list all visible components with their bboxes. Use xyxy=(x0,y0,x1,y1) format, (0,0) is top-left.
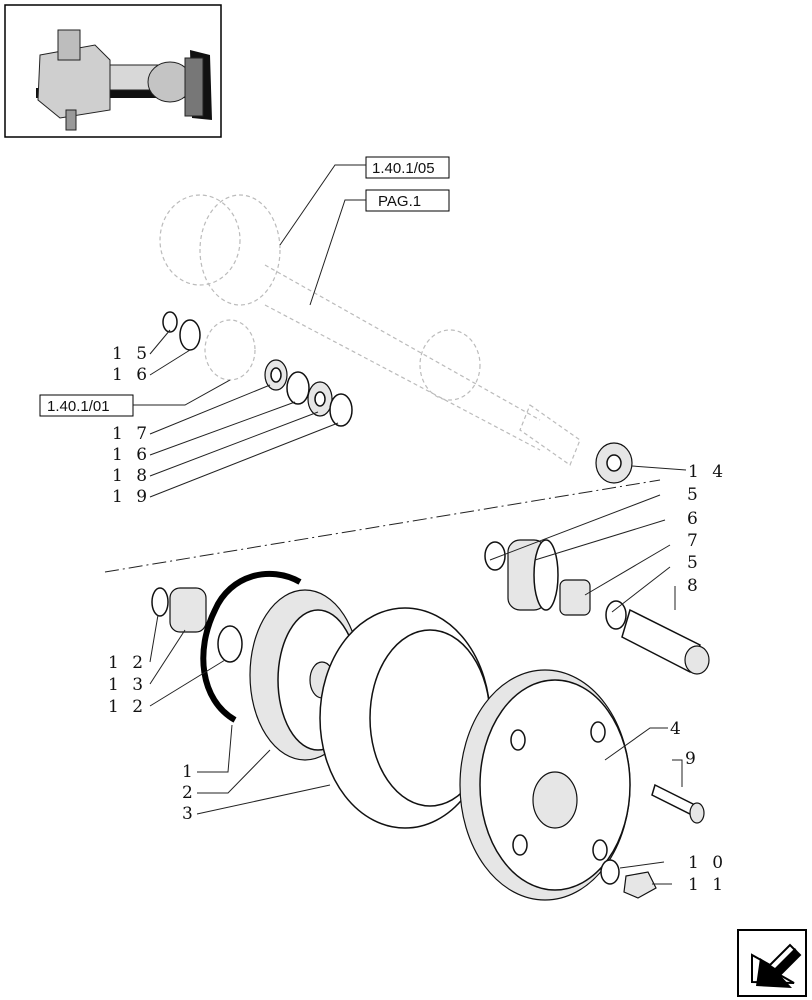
leader-lines xyxy=(133,164,687,885)
part-10-washer xyxy=(600,859,620,885)
callout-6: 6 xyxy=(687,509,702,529)
left-ring-parts xyxy=(162,311,353,427)
axle-assembly-thumbnail[interactable] xyxy=(4,4,222,138)
part-3-ring-gear xyxy=(319,607,491,829)
callout-12: 1 2 xyxy=(108,653,147,673)
callout-15: 1 5 xyxy=(112,344,151,364)
part-9-bolt xyxy=(651,783,696,817)
ref-left-label: 1.40.1/01 xyxy=(47,398,110,415)
callout-labels: 1 5 1 6 1 7 1 6 1 8 1 9 1 4 5 6 7 5 8 1 … xyxy=(108,344,727,895)
next-page-arrow-icon[interactable] xyxy=(737,929,807,997)
callout-10: 1 0 xyxy=(688,853,727,873)
callout-13: 1 3 xyxy=(108,675,147,695)
ref-pag-label: PAG.1 xyxy=(378,193,421,210)
callout-4: 4 xyxy=(670,719,685,739)
callout-16: 1 6 xyxy=(112,445,151,465)
part-9-bolt-head xyxy=(689,802,705,824)
callout-1: 1 xyxy=(182,762,197,782)
ghost-shaft-assembly xyxy=(159,194,581,466)
callout-19: 1 9 xyxy=(112,487,151,507)
callout-17: 1 7 xyxy=(112,424,151,444)
callout-3: 3 xyxy=(182,804,197,824)
callout-5: 5 xyxy=(687,485,702,505)
callout-7: 7 xyxy=(687,531,702,551)
callout-9: 9 xyxy=(685,749,700,769)
callout-2: 2 xyxy=(182,783,197,803)
callout-11: 1 1 xyxy=(688,875,727,895)
callout-18: 1 8 xyxy=(112,466,151,486)
part-1-snap-ring xyxy=(200,571,302,723)
ref-box-pag-1[interactable]: PAG.1 xyxy=(365,189,450,212)
ref-box-1-40-1-01[interactable]: 1.40.1/01 xyxy=(39,394,134,417)
callout-12: 1 2 xyxy=(108,697,147,717)
callout-8: 8 xyxy=(687,576,702,596)
part-14-bearing xyxy=(595,442,633,484)
planet-gear-set xyxy=(484,539,710,675)
ref-top-label: 1.40.1/05 xyxy=(372,160,435,177)
part-11-nut xyxy=(623,871,657,899)
ref-box-1-40-1-05[interactable]: 1.40.1/05 xyxy=(365,156,450,179)
callout-5: 5 xyxy=(687,553,702,573)
callout-14: 1 4 xyxy=(688,462,727,482)
axis-line xyxy=(104,479,661,573)
callout-16: 1 6 xyxy=(112,365,151,385)
sun-gear-set xyxy=(151,587,243,663)
part-4-carrier-hub xyxy=(459,669,631,901)
